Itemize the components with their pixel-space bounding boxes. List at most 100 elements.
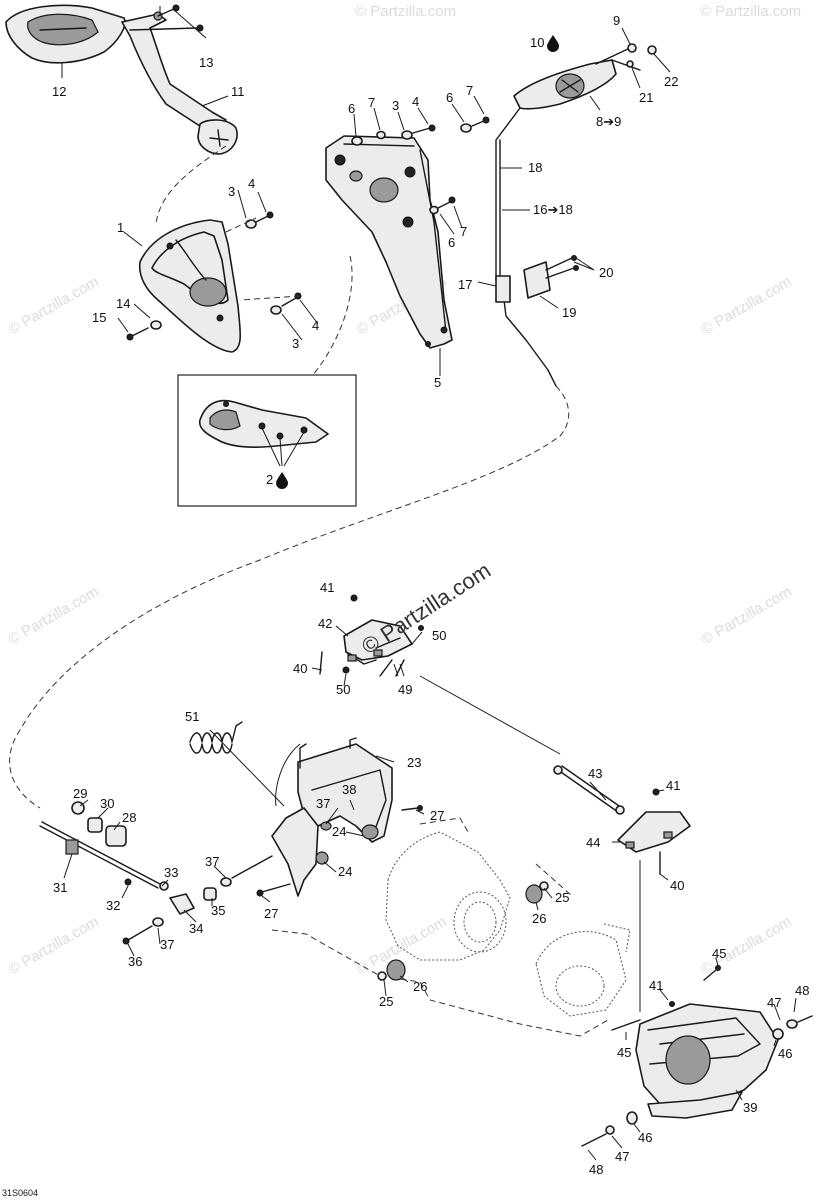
- callout-39: 39: [743, 1100, 757, 1115]
- handle-grip-part: [5, 4, 126, 64]
- callout-leaders: [61, 27, 797, 1161]
- callout-26: 26: [413, 979, 427, 994]
- callout-2: 2: [266, 472, 273, 487]
- watermark-tile: © Partzilla.com: [699, 583, 795, 648]
- callout-43: 43: [588, 766, 602, 781]
- callout-13: 13: [199, 55, 213, 70]
- callout-25: 25: [379, 994, 393, 1009]
- callout-22: 22: [664, 74, 678, 89]
- callout-31: 31: [53, 880, 67, 895]
- callout-3: 3: [228, 184, 235, 199]
- callout-15: 15: [92, 310, 106, 325]
- callout-45: 45: [712, 946, 726, 961]
- callout-25: 25: [555, 890, 569, 905]
- throttle-cable-part: [495, 107, 579, 387]
- callout-42: 42: [318, 616, 332, 631]
- callout-7: 7: [466, 83, 473, 98]
- callout-7: 7: [460, 224, 467, 239]
- callout-40: 40: [670, 878, 684, 893]
- callout-14: 14: [116, 296, 130, 311]
- callout-35: 35: [211, 903, 225, 918]
- callout-45: 45: [617, 1045, 631, 1060]
- callout-30: 30: [100, 796, 114, 811]
- callout-11: 11: [231, 84, 245, 99]
- callout-26: 26: [532, 911, 546, 926]
- callout-3: 3: [392, 98, 399, 113]
- throttle-lever-part: [513, 43, 657, 110]
- callout-38: 38: [342, 782, 356, 797]
- cover-plate-part: [138, 219, 242, 353]
- callout-27: 27: [264, 906, 278, 921]
- callout-46: 46: [778, 1046, 792, 1061]
- callout-41: 41: [320, 580, 334, 595]
- linkage-pivot-part: [122, 855, 291, 945]
- mounting-plate-part: [325, 135, 453, 349]
- callout-46: 46: [638, 1130, 652, 1145]
- callout-34: 34: [189, 921, 203, 936]
- callout-29: 29: [73, 786, 87, 801]
- callout-48: 48: [589, 1162, 603, 1177]
- spring-part: [189, 721, 243, 754]
- callout-3: 3: [292, 336, 299, 351]
- callout-48: 48: [795, 983, 809, 998]
- callout-16-to-18: 16➔18: [533, 202, 573, 217]
- watermark-tile: © Partzilla.com: [699, 273, 795, 338]
- callout-1: 1: [117, 220, 124, 235]
- callout-23: 23: [407, 755, 421, 770]
- callout-49: 49: [398, 682, 412, 697]
- shift-bracket-part: [617, 788, 691, 1012]
- callout-44: 44: [586, 835, 600, 850]
- reverse-gate-part: [271, 737, 423, 897]
- callout-36: 36: [128, 954, 142, 969]
- callout-20: 20: [599, 265, 613, 280]
- callout-32: 32: [106, 898, 120, 913]
- callout-19: 19: [562, 305, 576, 320]
- steering-nozzle-part: [581, 965, 813, 1147]
- callout-47: 47: [615, 1149, 629, 1164]
- callout-6: 6: [448, 235, 455, 250]
- callout-33: 33: [164, 865, 178, 880]
- callout-17: 17: [458, 277, 472, 292]
- lever-arm-part: [121, 11, 238, 155]
- callout-41: 41: [649, 978, 663, 993]
- fluid-drop-icon: [276, 472, 288, 489]
- drawing-code: 31S0604: [2, 1188, 38, 1198]
- callout-8-to-9: 8➔9: [596, 114, 621, 129]
- callout-21: 21: [639, 90, 653, 105]
- callout-4: 4: [248, 176, 255, 191]
- callout-7: 7: [368, 95, 375, 110]
- watermark-tile: © Partzilla.com: [700, 3, 801, 20]
- callout-4: 4: [412, 94, 419, 109]
- detail-inset-box: [177, 374, 357, 507]
- callout-41: 41: [666, 778, 680, 793]
- callout-37: 37: [316, 796, 330, 811]
- callout-24: 24: [338, 864, 352, 879]
- callout-5: 5: [434, 375, 441, 390]
- jet-pump-ghost: [271, 817, 631, 1037]
- bearing-seal-parts: [377, 881, 549, 981]
- reverse-cable-part: [39, 801, 169, 891]
- washer-screw-parts: [126, 116, 490, 341]
- callout-9: 9: [613, 13, 620, 28]
- callout-27: 27: [430, 808, 444, 823]
- callout-4: 4: [312, 318, 319, 333]
- callout-24: 24: [332, 824, 346, 839]
- callout-50: 50: [432, 628, 446, 643]
- callout-37: 37: [160, 937, 174, 952]
- callout-40: 40: [293, 661, 307, 676]
- watermark-tile: © Partzilla.com: [6, 583, 102, 648]
- routing-dashed-lines: [9, 145, 570, 809]
- watermark-tile: © Partzilla.com: [355, 3, 456, 20]
- callout-10: 10: [530, 35, 544, 50]
- watermark-main: © Partzilla.com: [357, 557, 495, 659]
- watermark-tile: © Partzilla.com: [6, 273, 102, 338]
- callout-47: 47: [767, 995, 781, 1010]
- callout-12: 12: [52, 84, 66, 99]
- callout-50: 50: [336, 682, 350, 697]
- fluid-drop-icon: [547, 35, 559, 53]
- callout-18: 18: [528, 160, 542, 175]
- callout-6: 6: [348, 101, 355, 116]
- watermark-tile: © Partzilla.com: [6, 913, 102, 978]
- callout-37: 37: [205, 854, 219, 869]
